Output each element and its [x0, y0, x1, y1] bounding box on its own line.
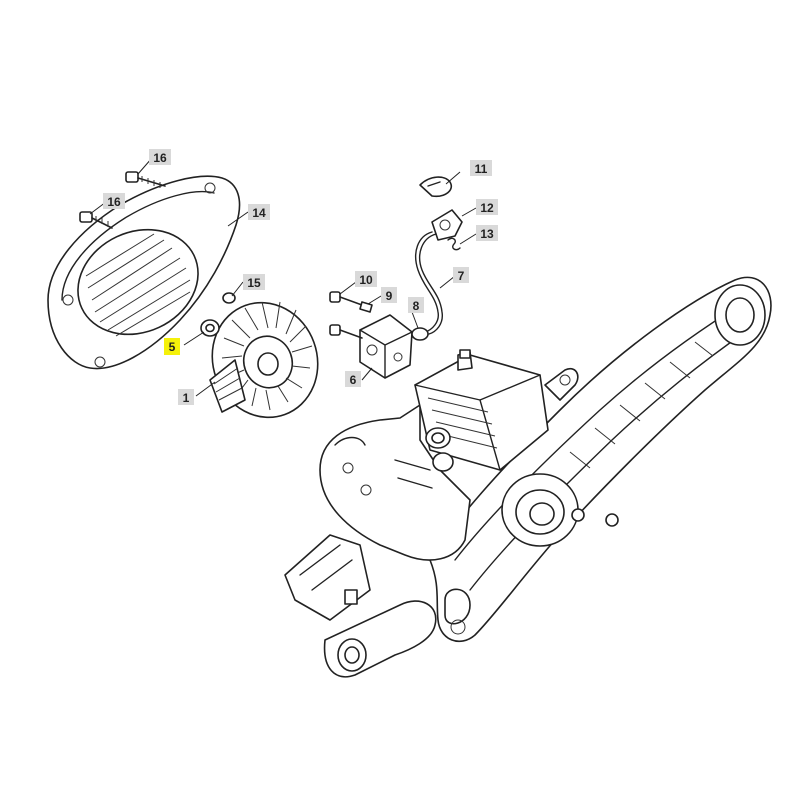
- grommet-part-8: [411, 327, 429, 341]
- plug-boot-part-12: [431, 209, 463, 241]
- washer-part-9: [359, 301, 373, 313]
- lower-bracket: [284, 534, 437, 678]
- ignition-lead-part-7: [414, 231, 444, 335]
- callout-label: 7: [458, 269, 465, 283]
- callout-label: 11: [475, 162, 488, 176]
- engine-block: [319, 349, 579, 561]
- callout-11[interactable]: 11: [470, 160, 492, 176]
- cutter-arm: [429, 276, 772, 643]
- cap-part-11: [419, 176, 452, 198]
- callout-9[interactable]: 9: [381, 287, 397, 303]
- callout-13[interactable]: 13: [476, 225, 498, 241]
- callout-16-top[interactable]: 16: [149, 149, 171, 165]
- callout-8[interactable]: 8: [408, 297, 424, 313]
- callout-label: 8: [413, 299, 420, 313]
- callout-10[interactable]: 10: [355, 271, 377, 287]
- callout-label: 14: [252, 206, 266, 220]
- callout-15[interactable]: 15: [243, 274, 265, 290]
- ignition-module: [359, 314, 413, 379]
- callout-label: 6: [350, 373, 357, 387]
- callout-12[interactable]: 12: [476, 199, 498, 215]
- bolt-part-10: [329, 291, 363, 339]
- callout-label: 15: [247, 276, 261, 290]
- callout-label: 10: [359, 273, 373, 287]
- nut-part-5: [200, 319, 220, 337]
- callout-label: 9: [386, 289, 393, 303]
- callout-label: 12: [480, 201, 494, 215]
- callout-label: 13: [480, 227, 494, 241]
- screw-part-16-bottom: [79, 211, 113, 229]
- callout-14[interactable]: 14: [248, 204, 270, 220]
- screw-part-16-top: [125, 171, 166, 188]
- callout-16-bottom[interactable]: 16: [103, 193, 125, 209]
- flywheel: [209, 301, 319, 419]
- callout-1[interactable]: 1: [178, 389, 194, 405]
- callout-label: 1: [183, 391, 190, 405]
- callout-7[interactable]: 7: [453, 267, 469, 283]
- callout-label: 16: [107, 195, 121, 209]
- fan-cover: [47, 175, 241, 370]
- callout-6[interactable]: 6: [345, 371, 361, 387]
- callout-5[interactable]: 5: [164, 338, 180, 355]
- callout-label: 16: [153, 151, 167, 165]
- spring-part-13: [447, 237, 461, 251]
- callout-label: 5: [169, 340, 176, 354]
